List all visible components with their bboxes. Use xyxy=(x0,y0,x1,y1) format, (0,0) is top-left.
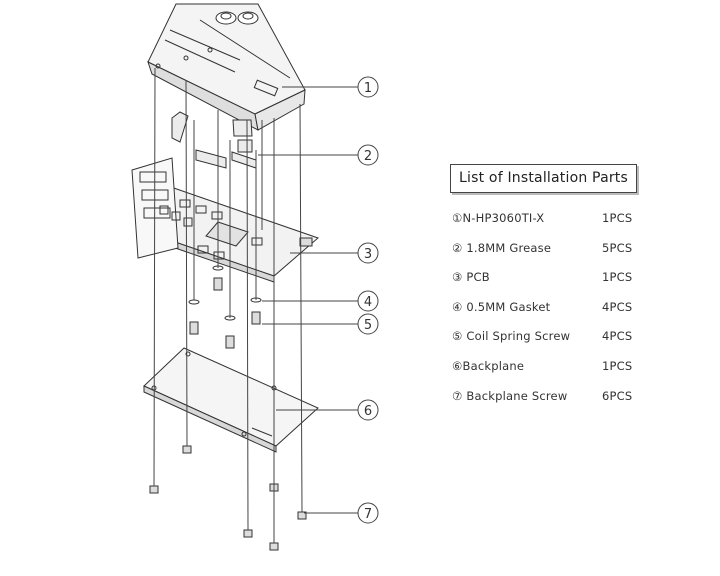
part-row: ⑦ Backplane Screw 6PCS xyxy=(450,389,680,419)
part-row: ①N-HP3060TI-X 1PCS xyxy=(450,211,680,241)
part-quantity: 6PCS xyxy=(602,388,633,403)
part-row: ③ PCB 1PCS xyxy=(450,270,680,300)
assembly-guide-lines xyxy=(153,67,303,543)
backplane-screws xyxy=(149,445,307,551)
part-name: ② 1.8MM Grease xyxy=(452,240,552,255)
part-quantity: 5PCS xyxy=(602,240,633,255)
pcb-board xyxy=(131,157,319,283)
callout-number-2: 2 xyxy=(364,149,372,164)
part-name: ④ 0.5MM Gasket xyxy=(452,299,551,314)
part-name: ⑤ Coil Spring Screw xyxy=(452,329,571,344)
part-name: ⑦ Backplane Screw xyxy=(452,388,568,403)
part-quantity: 4PCS xyxy=(602,299,633,314)
callout-number-1: 1 xyxy=(364,81,372,96)
part-quantity: 1PCS xyxy=(602,211,633,225)
callout-number-7: 7 xyxy=(364,507,372,522)
installation-parts-panel: List of Installation Parts ①N-HP3060TI-X… xyxy=(450,164,680,418)
part-row: ⑤ Coil Spring Screw 4PCS xyxy=(450,329,680,359)
part-row: ⑥Backplane 1PCS xyxy=(450,359,680,389)
callout-leaders xyxy=(258,86,358,514)
backplate xyxy=(143,347,319,453)
parts-list: ①N-HP3060TI-X 1PCS ② 1.8MM Grease 5PCS ③… xyxy=(450,211,680,418)
parts-list-title: List of Installation Parts xyxy=(450,164,637,193)
callout-number-4: 4 xyxy=(364,295,372,310)
part-quantity: 1PCS xyxy=(602,270,633,285)
thermal-pads xyxy=(171,111,257,169)
part-name: ③ PCB xyxy=(452,270,490,285)
part-quantity: 4PCS xyxy=(602,329,633,344)
callout-number-3: 3 xyxy=(364,247,372,262)
part-quantity: 1PCS xyxy=(602,358,633,373)
coil-spring-screws xyxy=(189,277,261,349)
callout-circles xyxy=(357,76,379,524)
part-name: ①N-HP3060TI-X xyxy=(452,211,545,225)
water-block xyxy=(147,3,306,131)
part-row: ② 1.8MM Grease 5PCS xyxy=(450,241,680,271)
part-row: ④ 0.5MM Gasket 4PCS xyxy=(450,300,680,330)
callout-number-5: 5 xyxy=(364,318,372,333)
callout-number-6: 6 xyxy=(364,404,372,419)
part-name: ⑥Backplane xyxy=(452,358,525,373)
